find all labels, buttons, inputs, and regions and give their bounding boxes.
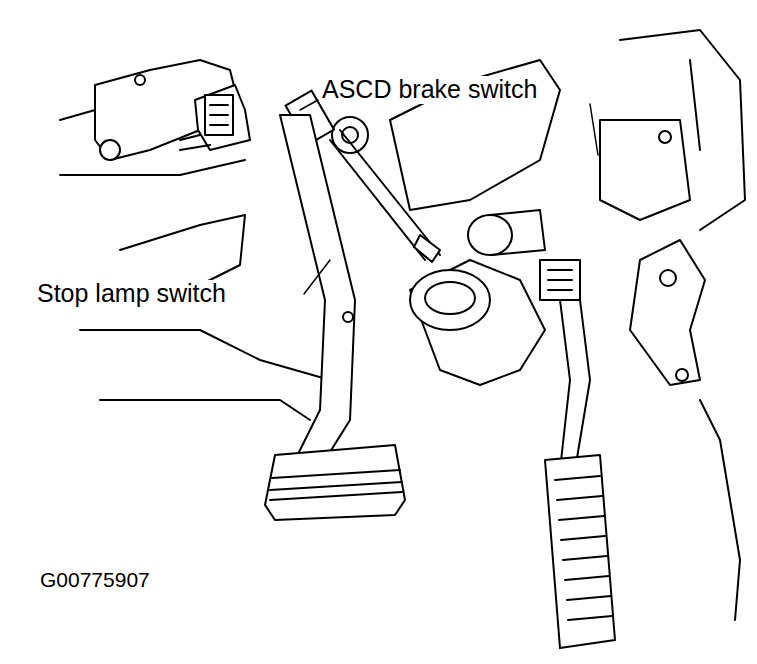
part-label: ASCD brake switch <box>320 76 539 104</box>
figure-code: G00775907 <box>38 568 152 591</box>
part-label: Stop lamp switch <box>35 280 228 308</box>
